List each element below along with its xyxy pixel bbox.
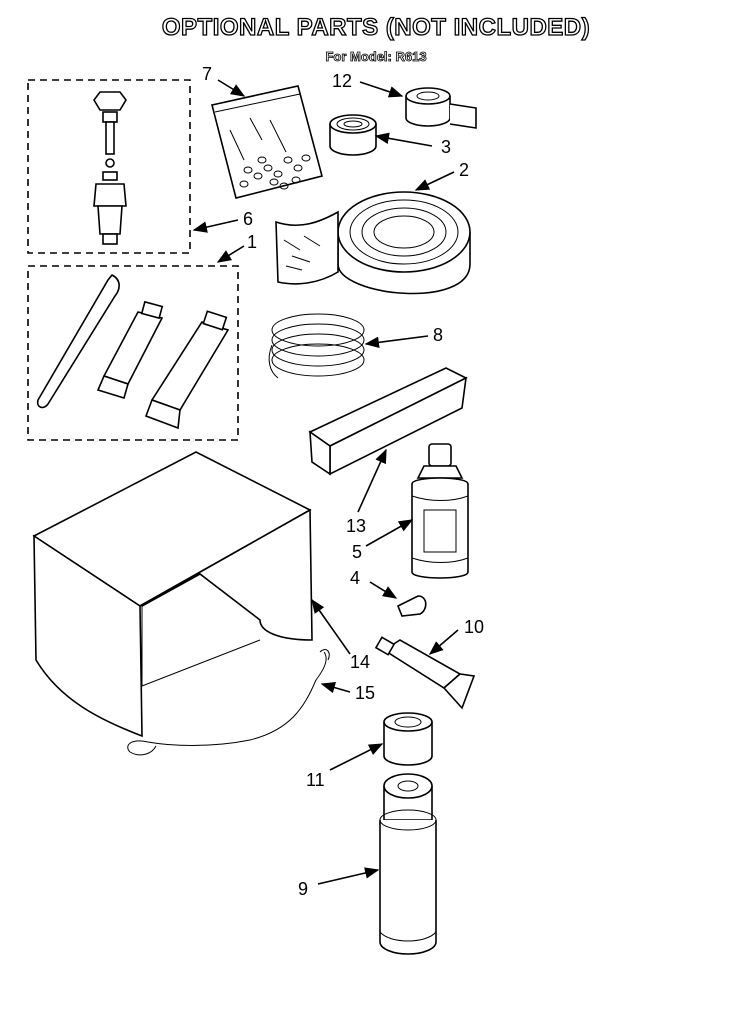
callout-7: 7 <box>202 64 212 84</box>
part-6-valve-kit <box>27 79 191 254</box>
callout-5: 5 <box>352 542 362 562</box>
part-14-cover <box>32 451 313 738</box>
leader-7 <box>217 79 246 97</box>
callout-2: 2 <box>459 160 469 180</box>
leader-5 <box>365 519 414 547</box>
leader-10 <box>428 629 459 655</box>
leader-13 <box>357 448 387 513</box>
part-10-tube <box>374 636 476 710</box>
callout-15: 15 <box>355 683 375 703</box>
part-4-nozzle <box>396 595 427 617</box>
callout-8: 8 <box>433 325 443 345</box>
callout-10: 10 <box>464 617 484 637</box>
rod <box>36 273 120 409</box>
part-7-hardware-bag <box>211 85 323 199</box>
leader-14 <box>311 598 351 655</box>
part-15-cord <box>127 649 330 756</box>
callout-14: 14 <box>350 652 370 672</box>
part-2-insulation-roll <box>275 191 471 295</box>
callout-4: 4 <box>350 568 360 588</box>
callout-13: 13 <box>346 516 366 536</box>
part-9-aerosol-can <box>379 773 437 955</box>
leader-3 <box>374 132 433 147</box>
leader-15 <box>320 682 351 694</box>
callout-1: 1 <box>247 232 257 252</box>
tube-small <box>96 300 164 400</box>
leader-2 <box>414 171 455 191</box>
leader-11 <box>329 743 384 771</box>
leader-12 <box>359 81 404 98</box>
part-12-tape-roll <box>405 87 477 129</box>
part-8-coil <box>268 313 365 379</box>
part-13-foam-strip <box>308 367 468 476</box>
part-5-bottle <box>411 443 469 579</box>
part-3-small-roll <box>329 114 377 156</box>
leader-1 <box>216 245 245 263</box>
model-subtitle: For Model: R613 <box>325 49 427 65</box>
callout-9: 9 <box>298 879 308 899</box>
callout-3: 3 <box>441 137 451 157</box>
leader-6 <box>192 219 239 233</box>
leader-9 <box>317 867 380 885</box>
callout-12: 12 <box>332 71 352 91</box>
part-11-coupler <box>383 712 433 766</box>
callout-6: 6 <box>243 209 253 229</box>
leader-4 <box>369 581 398 599</box>
leader-8 <box>364 335 429 349</box>
page-title: OPTIONAL PARTS (NOT INCLUDED) <box>161 13 591 41</box>
callout-labels: 7 12 3 2 6 1 8 13 5 4 10 14 15 11 9 <box>202 64 484 899</box>
part-1-repair-kit <box>27 265 239 441</box>
callout-11: 11 <box>306 770 325 790</box>
leader-lines <box>192 79 459 885</box>
tube-large <box>144 310 230 430</box>
